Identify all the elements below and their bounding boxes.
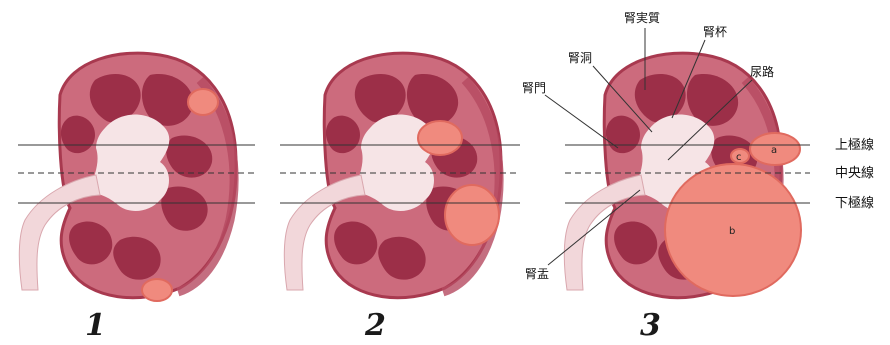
tumor-a-tag: a: [771, 145, 777, 156]
label-calyx: 腎杯: [703, 25, 727, 39]
kidney-panel-3: a c b 腎実質 腎洞 腎杯 腎門 尿路 腎盂 3: [522, 10, 810, 343]
label-sinus: 腎洞: [568, 51, 592, 65]
panel-number-2: 2: [364, 308, 386, 343]
label-center-line: 中央線: [835, 165, 874, 181]
kidney-panel-1: 1: [18, 53, 255, 343]
tumor-b-tag: b: [729, 226, 735, 237]
label-lower-pole-line: 下極線: [835, 195, 874, 211]
tumor-lower-pole: [142, 279, 172, 301]
tumor-c-tag: c: [736, 152, 742, 163]
label-pelvis: 腎盂: [525, 267, 549, 281]
label-upper-pole-line: 上極線: [835, 137, 874, 153]
tumor-upper-pole: [188, 89, 218, 115]
label-parenchyma: 腎実質: [624, 10, 660, 25]
panel-number-3: 3: [640, 308, 661, 343]
tumor-lower: [445, 185, 499, 245]
tumor-middle: [418, 121, 462, 155]
label-ureter: 尿路: [750, 64, 774, 79]
kidney-panel-2: 2: [280, 53, 520, 343]
panel-number-1: 1: [85, 308, 106, 343]
label-hilum: 腎門: [522, 81, 546, 95]
